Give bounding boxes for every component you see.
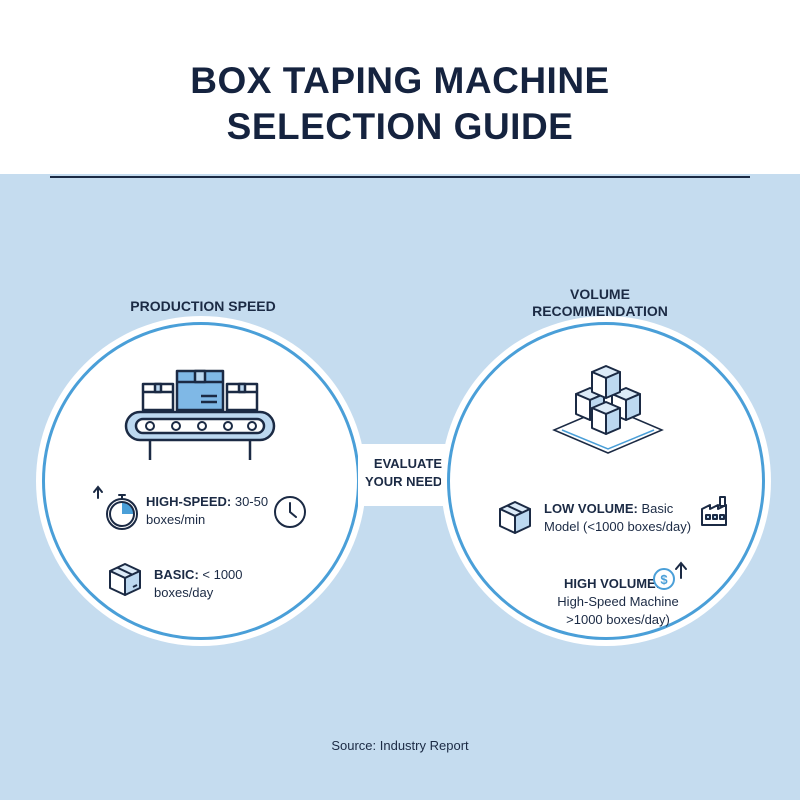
evaluate-line-1: EVALUATE	[373, 456, 443, 471]
high-volume-term: HIGH VOLUME:	[564, 576, 661, 591]
box-icon	[109, 563, 141, 596]
high-speed-text: HIGH-SPEED: 30-50 boxes/min	[146, 493, 268, 529]
basic-desc-2: boxes/day	[154, 585, 214, 600]
high-volume-text: HIGH VOLUME: High-Speed Machine >1000 bo…	[538, 575, 698, 629]
high-volume-desc-1: High-Speed Machine	[557, 594, 679, 609]
dollar-icon: $	[653, 561, 687, 590]
low-volume-desc-2: Model (<1000 boxes/day)	[544, 519, 692, 534]
production-speed-label: PRODUCTION SPEED	[130, 298, 276, 314]
title-line-1: BOX TAPING MACHINE	[190, 60, 610, 101]
up-arrow-icon	[675, 561, 687, 579]
high-speed-desc-2: boxes/min	[146, 512, 206, 527]
basic-text: BASIC: < 1000 boxes/day	[154, 566, 243, 602]
title-line-2: SELECTION GUIDE	[226, 106, 574, 147]
box-stack-icon	[552, 365, 664, 454]
evaluate-bridge	[358, 444, 458, 506]
high-volume-desc-2: >1000 boxes/day)	[566, 612, 670, 627]
evaluate-needs-label: EVALUATE YOUR NEEDS	[358, 455, 458, 491]
title-divider	[50, 176, 750, 178]
stopwatch-icon	[93, 485, 138, 530]
header	[0, 0, 800, 174]
clock-icon	[274, 496, 306, 528]
factory-icon	[701, 496, 727, 526]
conveyor-icon	[124, 369, 276, 460]
low-volume-desc-1: Basic	[637, 501, 674, 516]
box-icon	[499, 501, 531, 534]
volume-recommendation-label: VOLUME RECOMMENDATION	[500, 286, 700, 320]
page-title: BOX TAPING MACHINE SELECTION GUIDE	[0, 58, 800, 150]
high-speed-desc-1: 30-50	[231, 494, 269, 509]
low-volume-term: LOW VOLUME:	[544, 501, 638, 516]
low-volume-text: LOW VOLUME: Basic Model (<1000 boxes/day…	[544, 500, 691, 536]
high-speed-term: HIGH-SPEED:	[146, 494, 232, 509]
svg-text:$: $	[660, 572, 668, 587]
basic-term: BASIC:	[154, 567, 199, 582]
source-note: Source: Industry Report	[331, 738, 469, 753]
volume-label-line-1: VOLUME	[570, 286, 630, 302]
evaluate-line-2: YOUR NEEDS	[365, 474, 451, 489]
up-arrow-icon	[93, 485, 103, 499]
basic-desc-1: < 1000	[198, 567, 243, 582]
volume-label-line-2: RECOMMENDATION	[532, 303, 668, 319]
